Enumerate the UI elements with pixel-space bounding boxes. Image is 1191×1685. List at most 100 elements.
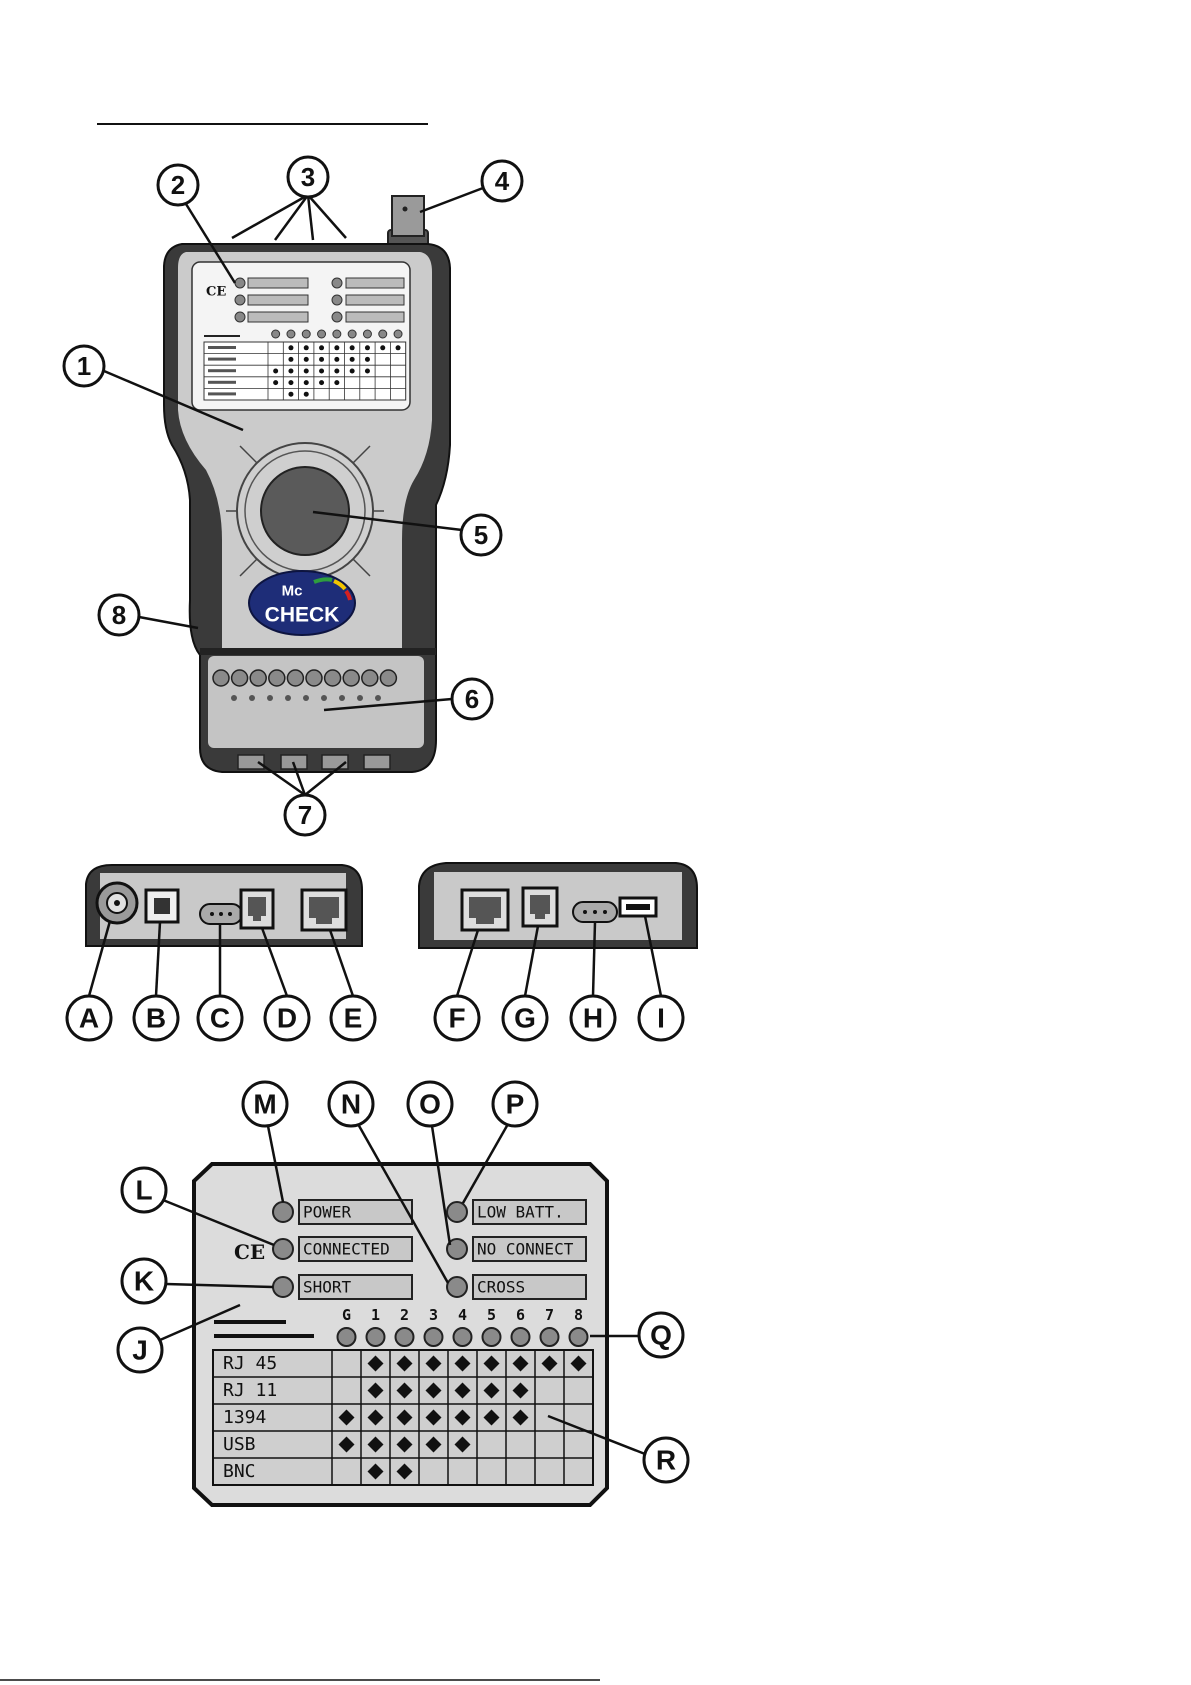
callout-R-label: R — [656, 1445, 676, 1476]
mini-pin-led — [318, 330, 326, 338]
rj11-port — [241, 890, 273, 928]
led-no-connect-label: NO CONNECT — [477, 1240, 574, 1259]
mini-led-label — [248, 295, 308, 305]
pin-label: 3 — [429, 1306, 438, 1324]
matrix-row-label: RJ 45 — [223, 1353, 277, 1374]
pin-label: G — [342, 1306, 351, 1324]
strip-led — [250, 670, 266, 686]
led-low-batt — [447, 1202, 467, 1222]
mini-matrix-dot — [350, 345, 355, 350]
button-cap — [261, 467, 349, 555]
mini-pin-led — [394, 330, 402, 338]
callout-J-label: J — [132, 1335, 148, 1366]
mini-matrix-dot — [319, 369, 324, 374]
strip-led — [287, 670, 303, 686]
cable-type-matrix: RJ 45RJ 111394USBBNC — [213, 1350, 593, 1485]
strip-dot — [375, 695, 381, 701]
callout-F-label: F — [448, 1003, 465, 1034]
mini-matrix-dot — [334, 345, 339, 350]
mini-pin-led — [333, 330, 341, 338]
logo-text-top: Mc — [282, 583, 303, 600]
logo-text-bottom: CHECK — [265, 604, 340, 627]
mini-led-label — [346, 278, 404, 288]
mini-matrix-dot — [288, 369, 293, 374]
strip-led — [306, 670, 322, 686]
mini-led — [332, 312, 342, 322]
pin-led — [338, 1328, 356, 1346]
callout-1-label: 1 — [77, 351, 91, 381]
callout-3-label: 3 — [301, 162, 315, 192]
callout-4-label: 4 — [495, 166, 510, 196]
mini-matrix-dot — [273, 380, 278, 385]
pin-led — [512, 1328, 530, 1346]
panel-ce-mark: CE — [234, 1240, 265, 1264]
callout-4: 4 — [420, 161, 522, 212]
usb-b-port — [146, 890, 178, 922]
led-connected — [273, 1239, 293, 1259]
pin-led — [425, 1328, 443, 1346]
strip-dot — [321, 695, 327, 701]
mini-led — [332, 295, 342, 305]
callout-B-label: B — [146, 1003, 166, 1034]
strip-led — [325, 670, 341, 686]
mini-led — [235, 278, 245, 288]
mini-led-label — [346, 295, 404, 305]
callout-C-label: C — [210, 1003, 230, 1034]
remote-unit-connector-side — [419, 863, 697, 948]
callout-8-label: 8 — [112, 600, 126, 630]
strip-dot — [231, 695, 237, 701]
led-short — [273, 1277, 293, 1297]
callout-I-label: I — [657, 1003, 665, 1034]
callout-3: 3 — [232, 157, 346, 240]
pin-label: 2 — [400, 1306, 409, 1324]
bottom-connector — [364, 755, 390, 769]
callout-D-label: D — [277, 1003, 297, 1034]
mini-matrix-dot — [273, 369, 278, 374]
mini-pin-led — [348, 330, 356, 338]
pin-led — [367, 1328, 385, 1346]
mini-pin-led — [272, 330, 280, 338]
strip-dot — [303, 695, 309, 701]
mini-matrix-dot — [365, 345, 370, 350]
mini-matrix-dot — [350, 357, 355, 362]
matrix-row-label: BNC — [223, 1461, 256, 1482]
mini-row-label — [208, 346, 236, 349]
callout-7-label: 7 — [298, 800, 312, 830]
mini-matrix-dot — [304, 357, 309, 362]
callout-Q-label: Q — [650, 1320, 672, 1351]
mini-row-label — [208, 381, 236, 384]
panel-bar-long — [214, 1334, 314, 1338]
mini-led-label — [346, 312, 404, 322]
remote-rj11-port — [523, 888, 557, 926]
mini-matrix-dot — [304, 392, 309, 397]
mini-matrix-dot — [380, 345, 385, 350]
led-connected-label: CONNECTED — [303, 1240, 390, 1259]
mini-matrix-dot — [365, 369, 370, 374]
indicator-panel: CE POWER CONNECTED SHORT LOW BATT. NO CO… — [194, 1164, 607, 1505]
mini-pin-led — [363, 330, 371, 338]
mini-pin-led — [287, 330, 295, 338]
mini-matrix-dot — [304, 380, 309, 385]
led-cross — [447, 1277, 467, 1297]
mini-matrix-dot — [319, 345, 324, 350]
mini-bar — [204, 335, 240, 337]
matrix-row-label: 1394 — [223, 1407, 266, 1428]
strip-led — [380, 670, 396, 686]
led-cross-label: CROSS — [477, 1278, 525, 1297]
mini-matrix-dot — [288, 345, 293, 350]
mini-row-label — [208, 369, 236, 372]
mini-led-label — [248, 312, 308, 322]
pin-led — [570, 1328, 588, 1346]
callout-K-label: K — [134, 1266, 154, 1297]
mini-matrix-dot — [304, 345, 309, 350]
led-power — [273, 1202, 293, 1222]
mini-pin-led — [302, 330, 310, 338]
mini-pin-led — [379, 330, 387, 338]
pin-label: 4 — [458, 1306, 467, 1324]
antenna — [392, 196, 424, 236]
mini-matrix-dot — [396, 345, 401, 350]
pin-label: 1 — [371, 1306, 380, 1324]
remote-usb-a-port — [620, 898, 656, 916]
pin-label: 5 — [487, 1306, 496, 1324]
